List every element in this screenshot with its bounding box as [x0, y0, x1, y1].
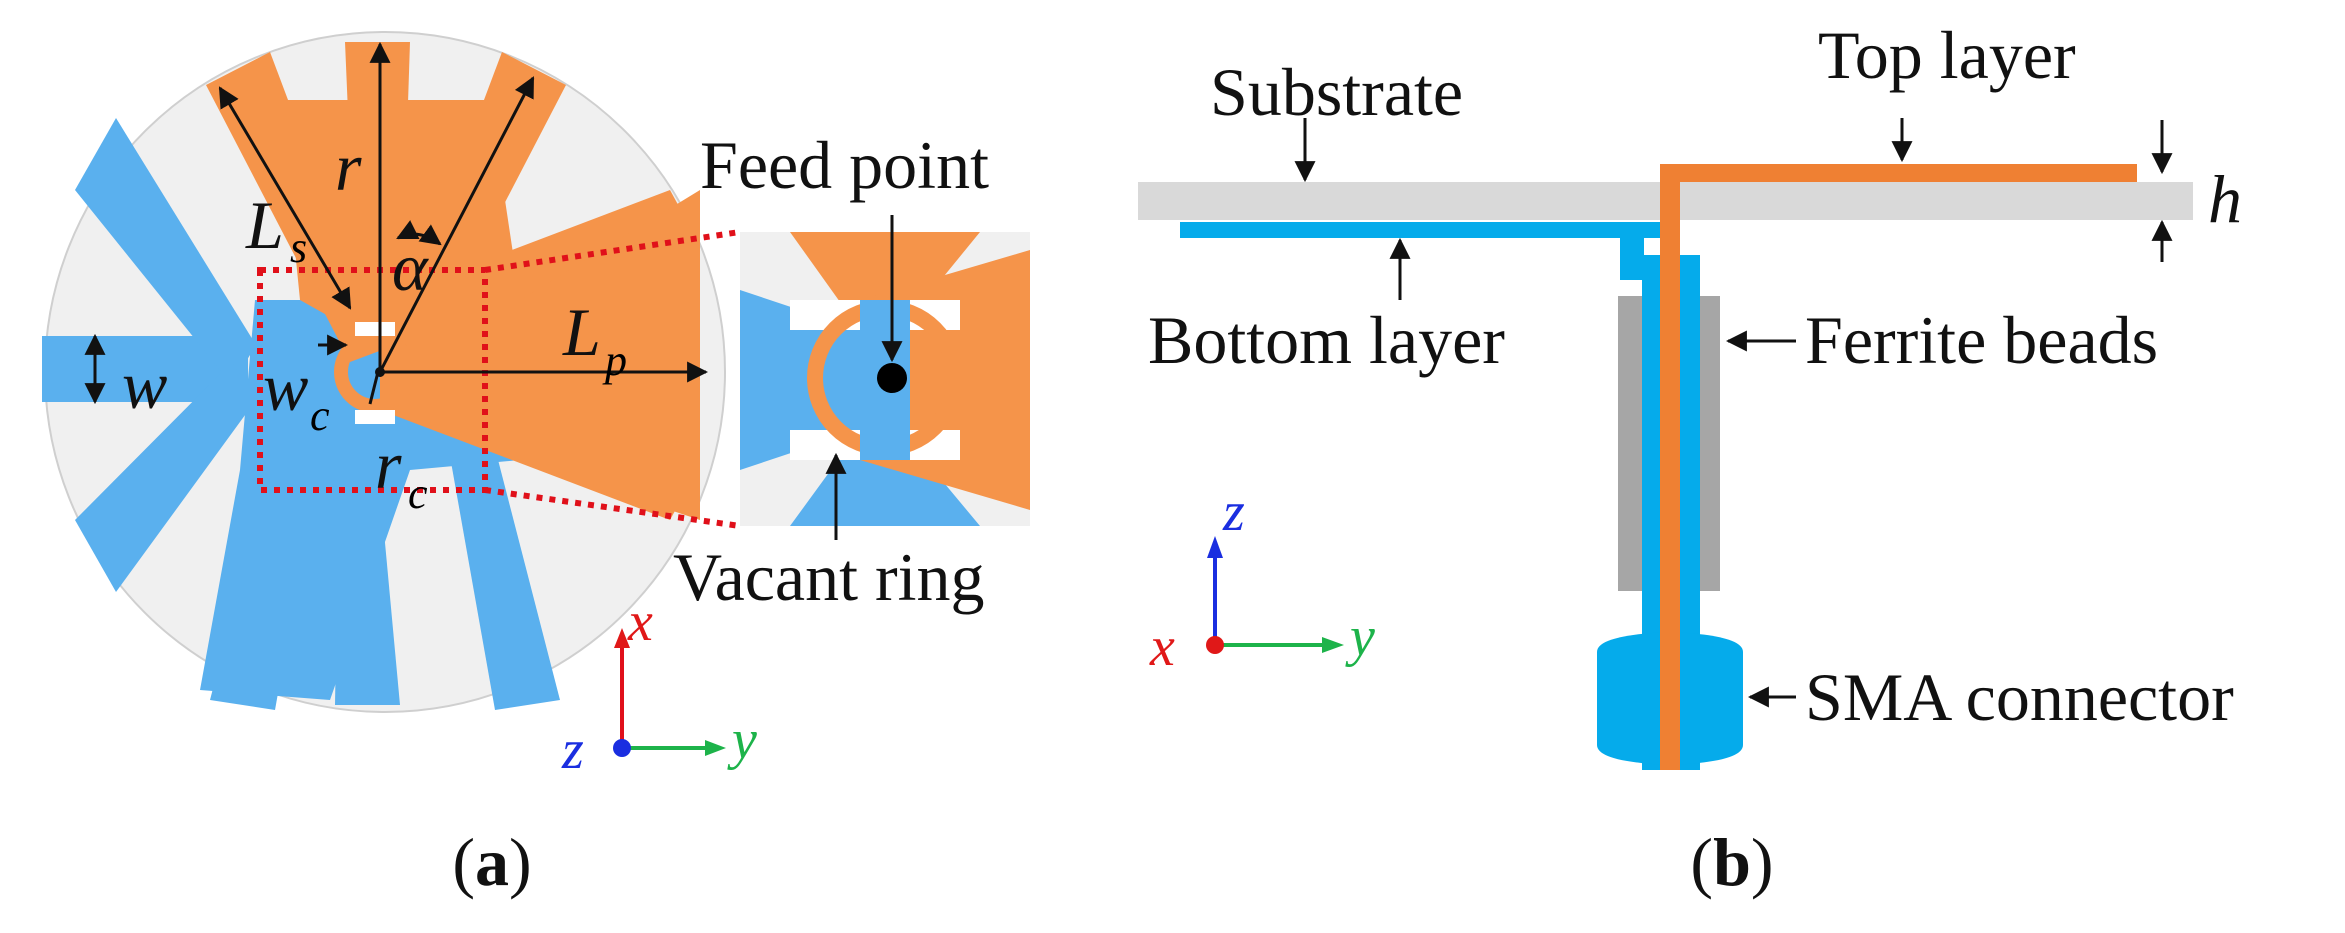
top-layer-strip: [1660, 164, 2137, 182]
label-sma-connector: SMA connector: [1805, 659, 2234, 735]
axis-a-z: z: [561, 719, 584, 781]
feed-point-dot: [877, 363, 907, 393]
axis-b-y: y: [1345, 606, 1375, 668]
label-Lp: L: [562, 294, 601, 370]
label-vacant-ring: Vacant ring: [673, 539, 985, 615]
panel-a: r α L s w w c L p r c Feed point Vacant …: [42, 31, 1030, 900]
zoom-box: [257, 229, 741, 529]
axis-a-y: y: [727, 709, 757, 771]
label-w: w: [122, 347, 167, 423]
label-rc-sub: c: [408, 469, 428, 518]
label-r: r: [335, 129, 362, 205]
label-substrate: Substrate: [1210, 54, 1463, 130]
axes-a: x y z: [561, 591, 757, 781]
label-ferrite-beads: Ferrite beads: [1805, 302, 2158, 378]
label-top-layer: Top layer: [1818, 17, 2076, 93]
label-Lp-sub: p: [602, 336, 627, 385]
axis-b-z: z: [1222, 481, 1245, 543]
label-wc-sub: c: [310, 391, 330, 440]
label-h: h: [2208, 161, 2242, 237]
bottom-layer-strip: [1180, 222, 1660, 238]
label-wc: w: [263, 349, 308, 425]
axis-a-x: x: [627, 591, 653, 653]
label-Ls: L: [245, 187, 284, 263]
center-conductor: [1660, 164, 1680, 770]
axes-b: z y x: [1149, 481, 1375, 678]
label-alpha: α: [392, 229, 429, 305]
feed-inset: [740, 232, 1030, 526]
label-feed-point: Feed point: [700, 127, 989, 203]
label-rc: r: [375, 427, 402, 503]
axis-b-x: x: [1149, 616, 1175, 678]
label-bottom-layer: Bottom layer: [1148, 302, 1505, 378]
caption-b: (b): [1690, 824, 1773, 900]
caption-a: (a): [452, 824, 531, 900]
dimension-arrows: [84, 41, 903, 540]
label-Ls-sub: s: [290, 223, 307, 272]
panel-b: Substrate Top layer Bottom layer h Ferri…: [1138, 17, 2242, 900]
